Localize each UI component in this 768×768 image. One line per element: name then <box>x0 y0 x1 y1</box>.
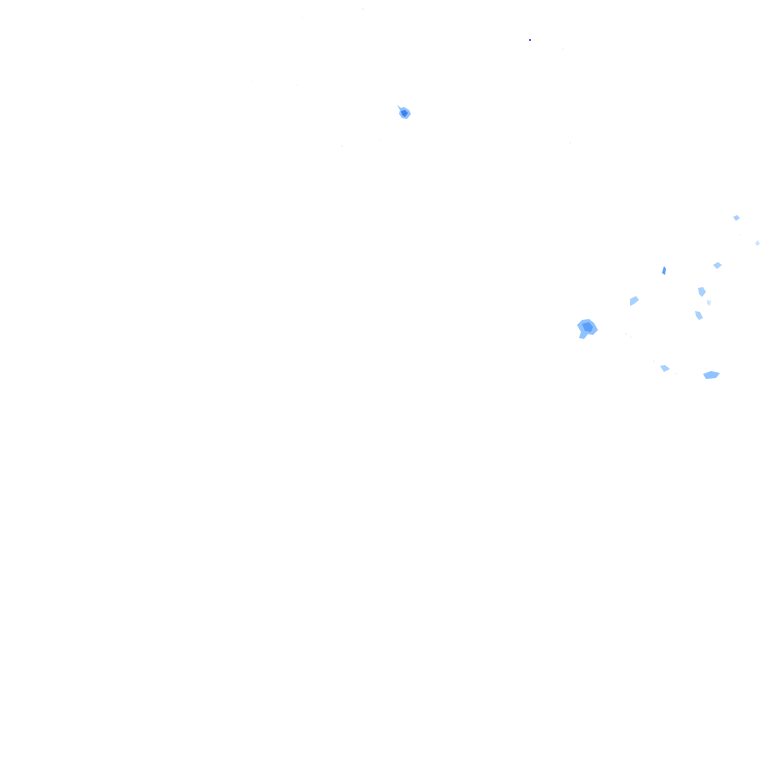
precip-cell-main <box>577 319 598 339</box>
precip-cell-small <box>733 215 740 221</box>
faint-specks <box>251 8 741 375</box>
precip-cell-small <box>630 296 639 306</box>
precip-cell-heavy <box>582 322 593 332</box>
precip-cell-small <box>713 262 722 269</box>
speck <box>251 80 253 82</box>
speck <box>630 336 632 338</box>
speck <box>739 234 741 236</box>
speck <box>562 48 564 50</box>
speck <box>569 142 571 144</box>
precip-cell-small <box>660 365 670 372</box>
speck <box>625 333 627 335</box>
precip-cell-top <box>397 105 411 119</box>
speck <box>653 360 655 362</box>
speck <box>675 373 677 375</box>
precip-cell-small <box>707 300 711 306</box>
precip-cell-small <box>755 240 760 246</box>
precip-cell-core <box>401 110 408 117</box>
speck <box>301 17 303 19</box>
precip-cell-small <box>698 287 706 297</box>
radar-dark-speck <box>529 39 531 41</box>
speck <box>341 145 343 147</box>
precip-cell-small <box>695 311 703 320</box>
speck <box>362 8 364 10</box>
speck <box>296 84 298 86</box>
precip-cell-small <box>703 371 720 379</box>
precip-cell-small <box>662 266 666 275</box>
speck <box>379 139 381 141</box>
